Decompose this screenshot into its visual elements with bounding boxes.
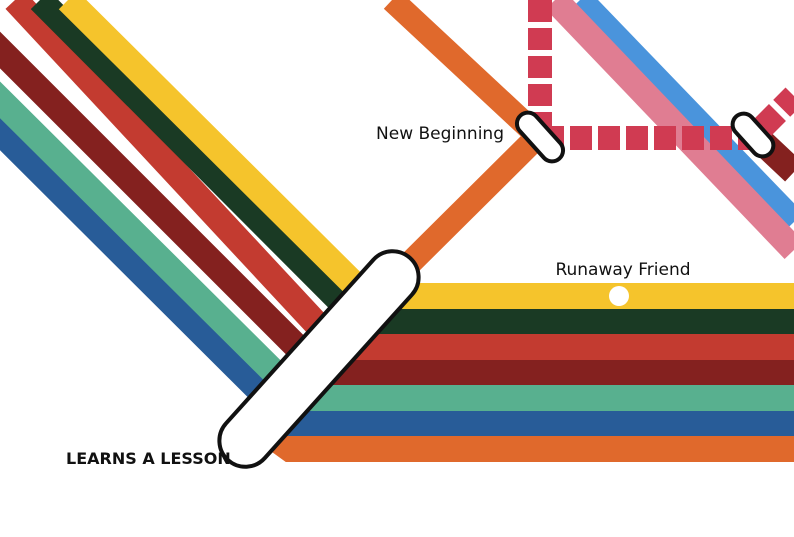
line-light-blue [570,0,794,232]
line-crimson-dashed [528,0,794,150]
station-learns-a-lesson[interactable]: LEARNS A LESSON [66,241,429,478]
station-learns-a-lesson-label: LEARNS A LESSON [66,449,231,468]
station-runaway-friend[interactable]: Runaway Friend [555,260,691,306]
station-new-beginning-label: New Beginning [376,124,504,144]
station-runaway-friend-label: Runaway Friend [555,260,690,280]
line-pink [545,0,794,259]
station-new-beginning-marker [514,110,566,164]
station-right-interchange-marker [730,111,776,159]
station-learns-a-lesson-marker [217,249,421,469]
station-runaway-friend-marker [609,286,629,306]
station-new-beginning[interactable]: New Beginning [376,108,568,166]
station-right-interchange[interactable] [728,109,778,161]
